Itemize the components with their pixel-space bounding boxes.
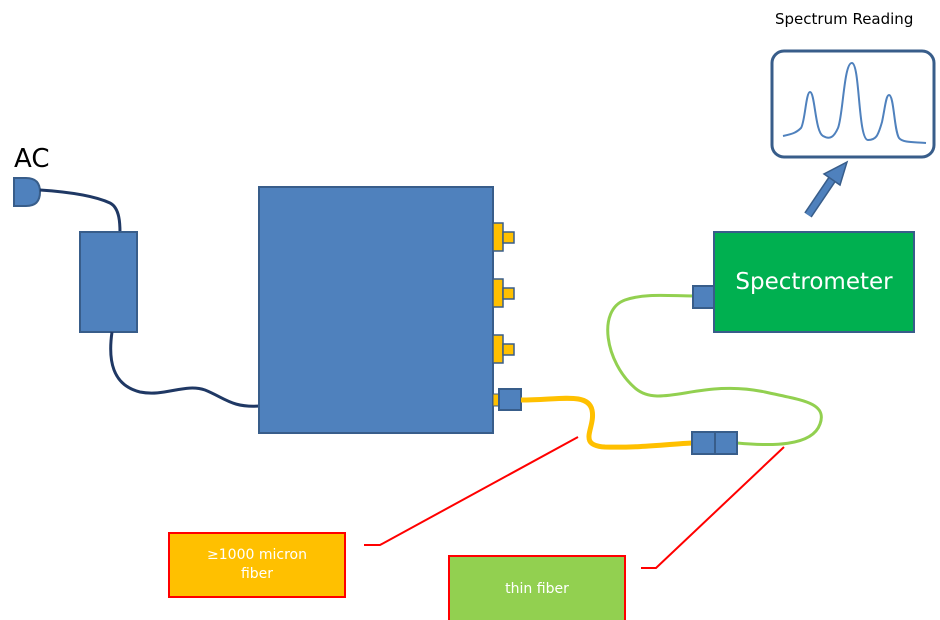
power-cable-top <box>39 188 122 234</box>
light-source-port-1 <box>492 222 515 252</box>
light-source <box>258 186 494 434</box>
spectrum-reading-title: Spectrum Reading <box>775 10 914 28</box>
fiber-coupler <box>691 431 738 455</box>
spectrometer-label: Spectrometer <box>735 269 893 295</box>
fiber-output-port <box>492 388 522 411</box>
thin-fiber <box>606 293 823 447</box>
arrow-up-right-icon <box>804 160 849 218</box>
plug-icon <box>13 177 42 207</box>
thick-fiber <box>520 395 693 450</box>
thick-fiber-label: ≥1000 micron fiber <box>168 532 346 598</box>
power-adapter <box>79 231 138 333</box>
spectrum-chart-icon <box>770 49 936 159</box>
thick-fiber-callout <box>364 436 579 546</box>
spectrometer-port <box>692 285 715 309</box>
light-source-port-3 <box>492 334 515 364</box>
thin-fiber-callout <box>641 446 785 569</box>
power-source-label: AC <box>14 144 50 174</box>
power-cable-bottom <box>109 331 261 408</box>
spectrometer <box>713 231 915 333</box>
light-source-port-2 <box>492 278 515 308</box>
thin-fiber-label: thin fiber <box>448 555 626 620</box>
